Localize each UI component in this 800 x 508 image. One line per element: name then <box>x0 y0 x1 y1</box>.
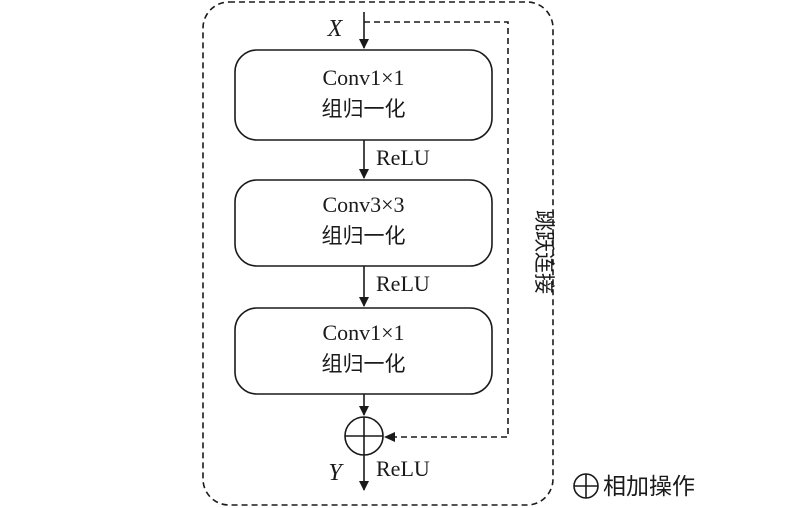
legend: 相加操作 <box>573 473 695 500</box>
conv-block-3-norm: 组归一化 <box>322 352 406 376</box>
legend-label: 相加操作 <box>603 474 695 500</box>
add-operation-node <box>344 416 384 456</box>
activation-label-3: ReLU <box>376 456 430 481</box>
conv-block-3: Conv1×1 组归一化 <box>234 307 493 395</box>
input-label: X <box>327 16 344 42</box>
conv-block-3-conv: Conv1×1 <box>322 320 404 345</box>
add-symbol-icon <box>573 473 599 499</box>
conv-block-1: Conv1×1 组归一化 <box>234 49 493 141</box>
conv-block-2: Conv3×3 组归一化 <box>234 179 493 267</box>
activation-label-1: ReLU <box>376 145 430 170</box>
conv-block-1-norm: 组归一化 <box>322 97 406 121</box>
conv-block-2-norm: 组归一化 <box>322 224 406 248</box>
conv-block-2-conv: Conv3×3 <box>322 192 404 217</box>
activation-label-2: ReLU <box>376 271 430 296</box>
skip-connection-label: 跳跃连接 <box>532 210 556 294</box>
skip-connection-path <box>364 21 509 438</box>
residual-block-container <box>202 1 554 506</box>
conv-block-1-conv: Conv1×1 <box>322 65 404 90</box>
output-label: Y <box>328 460 344 486</box>
skip-connection-arrowhead <box>384 432 395 442</box>
